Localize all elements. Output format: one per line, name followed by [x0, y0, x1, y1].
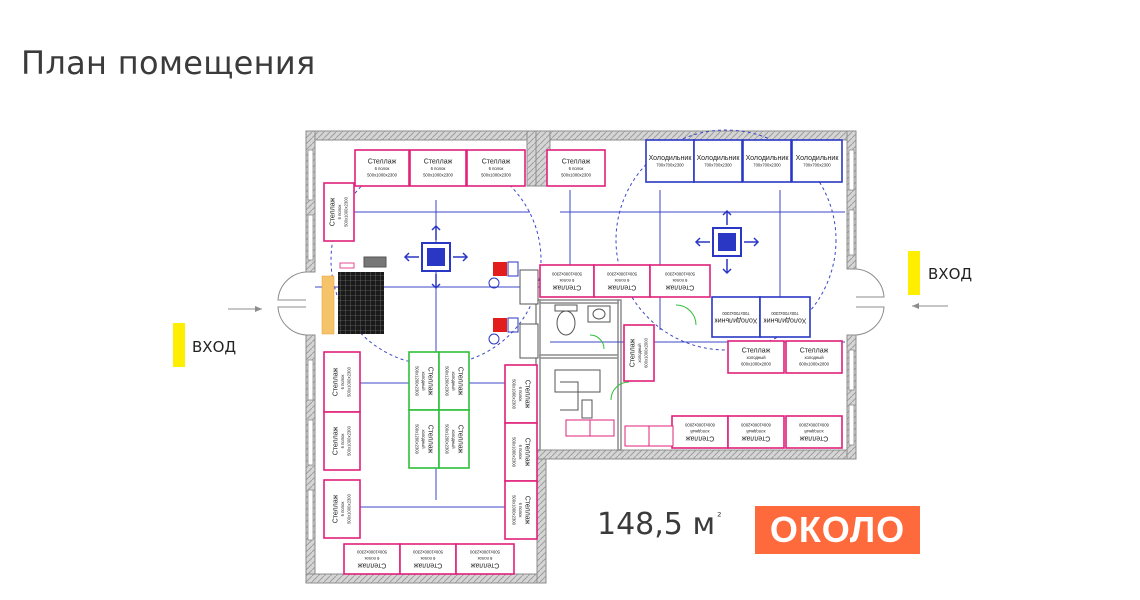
svg-text:Стеллажхолодный500х1200х2300: Стеллажхолодный500х1200х2300 — [415, 366, 434, 396]
svg-text:Стеллаж6 полок500х1000х2300: Стеллаж6 полок500х1000х2300 — [512, 379, 531, 409]
shelf-bottom-3: Стеллаж6 полок500х1000х2300 — [455, 543, 515, 575]
shelf-br-3: Стеллажхолодный600х1000х2000 — [785, 415, 843, 449]
checkout-counter — [321, 275, 335, 335]
door-swing — [675, 304, 697, 326]
left-entry-label: ВХОД — [192, 338, 237, 356]
small-stands — [565, 419, 674, 447]
svg-text:Стеллаж6 полок500х1000х2300: Стеллаж6 полок500х1000х2300 — [330, 196, 349, 226]
outer-walls — [305, 130, 857, 584]
shelf-mid-row-1: Стеллаж6 полок500х1000х2300 — [539, 264, 595, 298]
svg-text:Стеллаж6 полок500х1000х2300: Стеллаж6 полок500х1000х2300 — [481, 159, 511, 178]
shelf-mid-row-2: Стеллаж6 полок500х1000х2300 — [593, 264, 651, 298]
door-swing-2 — [610, 381, 630, 401]
svg-text:Стеллажхолодный500х1200х2300: Стеллажхолодный500х1200х2300 — [445, 366, 464, 396]
svg-text:Стеллажхолодный500х1200х2300: Стеллажхолодный500х1200х2300 — [415, 424, 434, 454]
ac-unit-right — [694, 209, 760, 275]
svg-text:Холодильник700х700х2300: Холодильник700х700х2300 — [763, 311, 807, 324]
page-title: План помещения — [21, 44, 316, 82]
shelf-mid-1: Стеллаж6 полок500х1000х2300 — [504, 364, 538, 424]
shelf-mid-3: Стеллаж6 полок500х1000х2300 — [504, 480, 538, 540]
shelf-bottom-1: Стеллаж6 полок500х1000х2300 — [343, 543, 401, 575]
bathroom-fixtures — [554, 304, 611, 419]
left-door — [277, 271, 307, 336]
checkout-grid-mat — [338, 272, 384, 334]
right-entry-arrowhead — [912, 303, 919, 309]
red-equipment — [488, 261, 539, 359]
svg-text:Стеллажхолодный600х1000х2000: Стеллажхолодный600х1000х2000 — [741, 348, 771, 367]
shelf-green-1: Стеллажхолодный500х1200х2300 — [408, 351, 440, 411]
svg-text:Стеллаж6 полок500х1000х2300: Стеллаж6 полок500х1000х2300 — [356, 550, 386, 569]
svg-text:Стеллажхолодный600х1000х2000: Стеллажхолодный600х1000х2000 — [798, 423, 828, 442]
svg-text:Стеллаж6 полок500х1000х2300: Стеллаж6 полок500х1000х2300 — [512, 437, 531, 467]
right-entry-marker — [908, 251, 920, 295]
svg-text:Холодильник700х700х2300: Холодильник700х700х2300 — [697, 155, 741, 168]
fridge-mid-1: Холодильник700х700х2300 — [711, 296, 761, 338]
svg-text:Стеллаж6 полок500х1000х2300: Стеллаж6 полок500х1000х2300 — [423, 159, 453, 178]
area-unit-sup: ² — [717, 510, 722, 523]
svg-text:Стеллаж6 полок500х1000х2300: Стеллаж6 полок500х1000х2300 — [512, 495, 531, 525]
svg-text:Стеллаж6 полок500х1000х2300: Стеллаж6 полок500х1000х2300 — [469, 550, 499, 569]
shelf-bottom-2: Стеллаж6 полок500х1000х2300 — [399, 543, 457, 575]
svg-text:Стеллаж6 полок500х1000х2300: Стеллаж6 полок500х1000х2300 — [333, 425, 352, 455]
svg-text:Холодильник700х700х2300: Холодильник700х700х2300 — [649, 155, 693, 168]
area-unit: м — [692, 507, 716, 542]
svg-text:Стеллажхолодный600х1000х2000: Стеллажхолодный600х1000х2000 — [630, 337, 649, 367]
svg-text:Стеллаж6 полок500х1000х2300: Стеллаж6 полок500х1000х2300 — [551, 272, 581, 291]
svg-text:Стеллаж6 полок500х1000х2300: Стеллаж6 полок500х1000х2300 — [561, 159, 591, 178]
shelf-green-3: Стеллажхолодный500х1200х2300 — [408, 409, 440, 469]
windows — [307, 149, 855, 541]
shelf-mid-2: Стеллаж6 полок500х1000х2300 — [504, 422, 538, 482]
svg-text:Холодильник700х700х2300: Холодильник700х700х2300 — [746, 155, 790, 168]
right-door — [855, 268, 885, 336]
svg-text:Стеллажхолодный600х1000х2000: Стеллажхолодный600х1000х2000 — [799, 348, 829, 367]
svg-text:Стеллажхолодный600х1000х2000: Стеллажхолодный600х1000х2000 — [684, 423, 714, 442]
shelf-mid-row-3: Стеллаж6 полок500х1000х2300 — [649, 264, 711, 298]
svg-text:Стеллаж6 полок500х1000х2300: Стеллаж6 полок500х1000х2300 — [333, 366, 352, 396]
shelf-br-1: Стеллажхолодный600х1000х2000 — [671, 415, 729, 449]
right-entry-label: ВХОД — [928, 265, 973, 283]
svg-text:Холодильник700х700х2300: Холодильник700х700х2300 — [796, 155, 840, 168]
cash-register — [363, 256, 387, 268]
fridge-mid-2: Холодильник700х700х2300 — [759, 296, 811, 338]
svg-text:Стеллаж6 полок500х1000х2300: Стеллаж6 полок500х1000х2300 — [606, 272, 636, 291]
svg-text:Стеллажхолодный600х1000х2000: Стеллажхолодный600х1000х2000 — [740, 423, 770, 442]
shelf-green-4: Стеллажхолодный500х1200х2300 — [438, 409, 470, 469]
svg-text:Холодильник700х700х2300: Холодильник700х700х2300 — [714, 311, 758, 324]
svg-text:Стеллаж6 полок500х1000х2300: Стеллаж6 полок500х1000х2300 — [412, 550, 442, 569]
svg-text:Стеллаж6 полок500х1000х2300: Стеллаж6 полок500х1000х2300 — [664, 272, 694, 291]
svg-text:Стеллаж6 полок500х1000х2300: Стеллаж6 полок500х1000х2300 — [333, 493, 352, 523]
brand-logo: ОКОЛО — [755, 506, 920, 554]
shelf-br-2: Стеллажхолодный600х1000х2000 — [727, 415, 785, 449]
svg-text:Стеллаж6 полок500х1000х2300: Стеллаж6 полок500х1000х2300 — [367, 159, 397, 178]
area-number: 148,5 — [597, 507, 683, 542]
svg-text:Стеллажхолодный500х1200х2300: Стеллажхолодный500х1200х2300 — [445, 424, 464, 454]
left-entry-marker — [173, 323, 185, 367]
ac-unit-left — [403, 224, 469, 290]
counter-label — [339, 262, 355, 269]
shelf-green-2: Стеллажхолодный500х1200х2300 — [438, 351, 470, 411]
left-entry-arrowhead — [255, 306, 262, 312]
